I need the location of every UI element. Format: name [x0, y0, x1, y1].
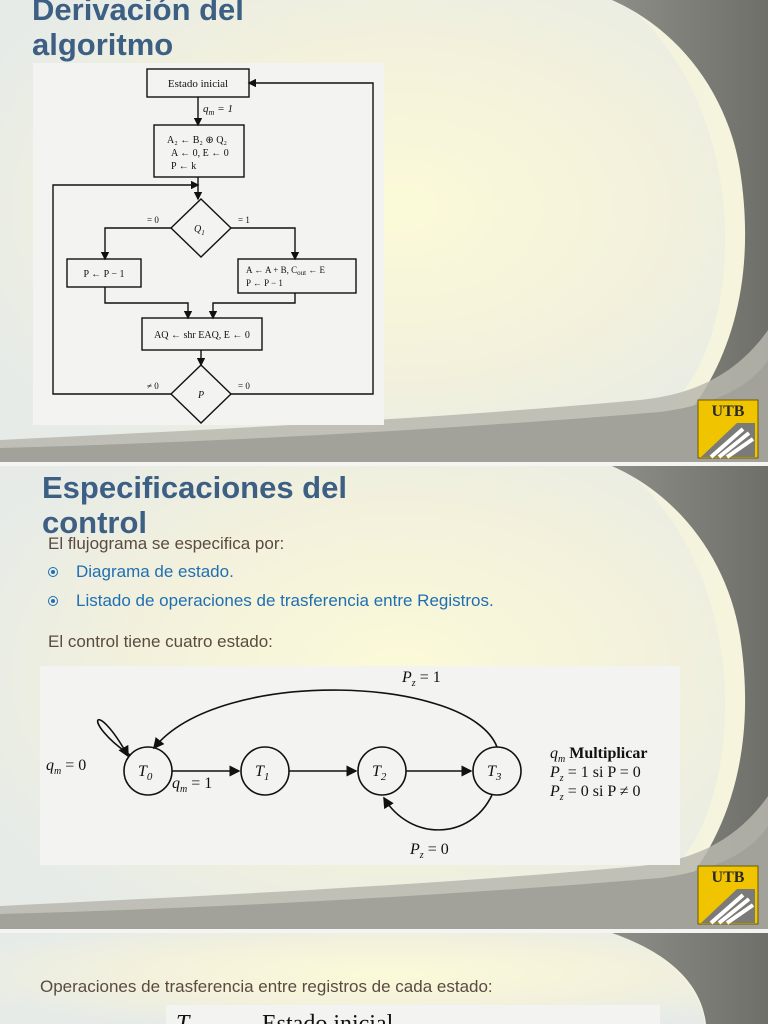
bullet-text-2: Listado de operaciones de trasferencia e… [76, 591, 494, 610]
state-t3-sub: 3 [495, 771, 502, 783]
t0-t1-label-eq: = 1 [191, 775, 212, 792]
top-arc-label-sub: z [411, 678, 416, 689]
legend-2-text: = 1 si P = 0 [564, 764, 641, 781]
svg-text:Pz = 1 si P = 0: Pz = 1 si P = 0 [549, 764, 641, 784]
flow-q1: Q [194, 224, 202, 235]
legend-2-sym: P [549, 764, 560, 781]
state-t3: T [487, 763, 497, 780]
utb-logo-text: UTB [712, 403, 745, 420]
utb-logo: UTB [697, 399, 759, 459]
flow-branch-one: = 1 [238, 215, 250, 225]
slide-2: Especificaciones del control El flujogra… [0, 466, 768, 929]
svg-text:qm= 1: qm = 1 [172, 775, 212, 795]
utb-logo-shield-icon: UTB [697, 865, 759, 925]
flow-p-zero: = 0 [238, 381, 250, 391]
svg-text:qm Multiplicar: qm Multiplicar [550, 745, 647, 765]
state-t0: T [138, 763, 148, 780]
legend-3-sym: P [549, 783, 560, 800]
utb-logo-shield-icon: UTB [697, 399, 759, 459]
svg-text:Q1: Q1 [194, 224, 205, 237]
legend-1-text: Multiplicar [565, 745, 647, 762]
utb-logo-text: UTB [712, 869, 745, 886]
legend-3-sub: z [559, 792, 564, 803]
self-loop-label-eq: = 0 [65, 757, 86, 774]
flow-p-not-zero: ≠ 0 [147, 381, 159, 391]
flowchart-panel: Estado inicial qm= 1 A₂ ← B₂ ⊕ Q₂ A ← 0,… [33, 63, 384, 425]
flow-right-op-1-sub: out [297, 269, 306, 277]
state-t0-sub: 0 [147, 771, 153, 783]
bullet-icon [48, 596, 58, 606]
slide-gap-1 [0, 462, 768, 466]
svg-text:Pz = 0 si P ≠ 0: Pz = 0 si P ≠ 0 [549, 783, 640, 803]
flow-init-op-3: P ← k [171, 161, 196, 172]
legend-3-text: = 0 si P ≠ 0 [564, 783, 641, 800]
table-state-t0: T [176, 1011, 191, 1024]
flow-init-op-1: A₂ ← B₂ ⊕ Q₂ [167, 135, 227, 146]
utb-logo: UTB [697, 865, 759, 925]
flow-right-op-2: P ← P − 1 [246, 278, 283, 288]
slide-1-title: Derivación del algoritmo [32, 0, 244, 62]
state-diagram-panel: T0 T1 T2 T3 Pz= 1 Pz= 0 qm= 0 qm= 1 qm M… [40, 666, 680, 865]
slide-2-title: Especificaciones del control [42, 470, 347, 540]
bottom-arc-label-eq: = 0 [428, 841, 449, 858]
slide-3: Operaciones de trasferencia entre regist… [0, 933, 768, 1024]
svg-text:qm= 0: qm = 0 [46, 757, 86, 777]
svg-text:qm= 1: qm= 1 [203, 103, 233, 117]
transfer-table-panel: T0 Estado inicial [166, 1005, 660, 1024]
bottom-arc-label: P [409, 841, 420, 858]
legend-2-sub: z [559, 773, 564, 784]
self-loop-label-sub: m [54, 766, 61, 777]
svg-text:T3: T3 [487, 763, 502, 783]
legend-1-sym: q [550, 745, 558, 762]
bullet-item-1: Diagrama de estado. [48, 562, 234, 582]
transfer-table-first-row: T0 Estado inicial [176, 1011, 394, 1024]
flow-branch-zero: = 0 [147, 215, 159, 225]
svg-text:A ← A + B, Cout ← E: A ← A + B, Cout ← E [246, 265, 326, 277]
svg-text:T1: T1 [255, 763, 269, 783]
state-t2: T [372, 763, 382, 780]
flowchart-diagram: Estado inicial qm= 1 A₂ ← B₂ ⊕ Q₂ A ← 0,… [52, 68, 374, 424]
slide-1: Derivación del algoritmo [0, 0, 768, 462]
svg-text:T0: T0 [138, 763, 153, 783]
slide-2-states-text: El control tiene cuatro estado: [48, 632, 273, 651]
bullet-text-1: Diagrama de estado. [76, 562, 234, 581]
table-state-t0-desc: Estado inicial [262, 1011, 394, 1024]
flow-q1-sub: 1 [201, 229, 205, 237]
state-t1-sub: 1 [264, 771, 270, 783]
flow-qm: q [203, 103, 209, 115]
flow-shift-op: AQ ← shr EAQ, E ← 0 [154, 330, 250, 341]
flow-qm-sub: m [209, 108, 215, 117]
svg-text:Pz= 1: Pz = 1 [401, 669, 441, 689]
svg-text:T0: T0 [176, 1011, 196, 1024]
flow-left-op: P ← P − 1 [83, 269, 124, 280]
flow-qm-eq: = 1 [217, 103, 233, 115]
bottom-arc-label-sub: z [419, 850, 424, 861]
top-arc-label: P [401, 669, 412, 686]
flow-start-label: Estado inicial [168, 78, 228, 90]
flow-right-op-1: A ← A + B, C [246, 265, 297, 275]
slide-3-intro: Operaciones de trasferencia entre regist… [40, 977, 493, 996]
svg-text:T2: T2 [372, 763, 387, 783]
t0-t1-label: q [172, 775, 180, 792]
t0-t1-label-sub: m [180, 784, 187, 795]
slide-3-background [0, 933, 768, 1024]
state-t1: T [255, 763, 265, 780]
svg-text:Pz= 0: Pz = 0 [409, 841, 449, 861]
self-loop-label: q [46, 757, 54, 774]
top-arc-label-eq: = 1 [420, 669, 441, 686]
bullet-icon [48, 567, 58, 577]
flow-p: P [197, 390, 204, 401]
bullet-item-2: Listado de operaciones de trasferencia e… [48, 591, 494, 611]
state-diagram: T0 T1 T2 T3 Pz= 1 Pz= 0 qm= 0 qm= 1 qm M… [46, 669, 647, 861]
flow-right-op-1-tail: ← E [306, 265, 326, 275]
slide-gap-2 [0, 929, 768, 933]
legend-1-sub: m [558, 754, 565, 765]
state-t2-sub: 2 [381, 771, 387, 783]
slide-2-intro: El flujograma se especifica por: [48, 534, 285, 553]
flow-init-op-2: A ← 0, E ← 0 [171, 148, 229, 159]
